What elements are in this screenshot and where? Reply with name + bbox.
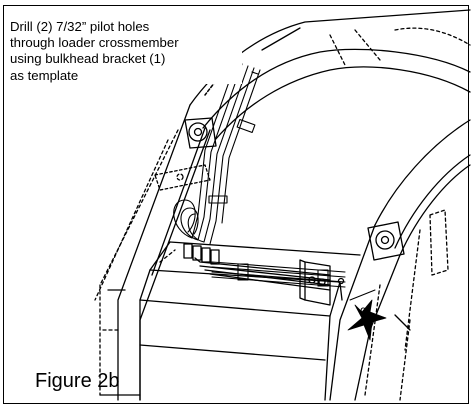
- left-loader-arm: [189, 9, 471, 141]
- left-dashed-bracket: [154, 164, 211, 191]
- crossmember: [139, 241, 361, 401]
- hose-fittings: [183, 243, 220, 265]
- instruction-line: through loader crossmember: [10, 35, 179, 51]
- instruction-line: Drill (2) 7/32” pilot holes: [10, 19, 150, 34]
- drill-instruction-callout: Drill (2) 7/32” pilot holes through load…: [8, 19, 242, 84]
- right-loader-arm: [329, 119, 471, 401]
- dimension-label: 9": [360, 305, 371, 319]
- instruction-line: as template: [10, 67, 79, 83]
- instruction-line: using bulkhead bracket (1): [10, 51, 166, 67]
- left-upright-post: [94, 104, 217, 401]
- lower-frame: [99, 289, 141, 396]
- crossmember-hoses: [211, 261, 346, 288]
- figure-label: Figure 2b: [35, 370, 120, 392]
- bulkhead-bracket: [299, 259, 345, 306]
- dimension-marker: [347, 289, 387, 341]
- hydraulic-hoses: [173, 61, 261, 245]
